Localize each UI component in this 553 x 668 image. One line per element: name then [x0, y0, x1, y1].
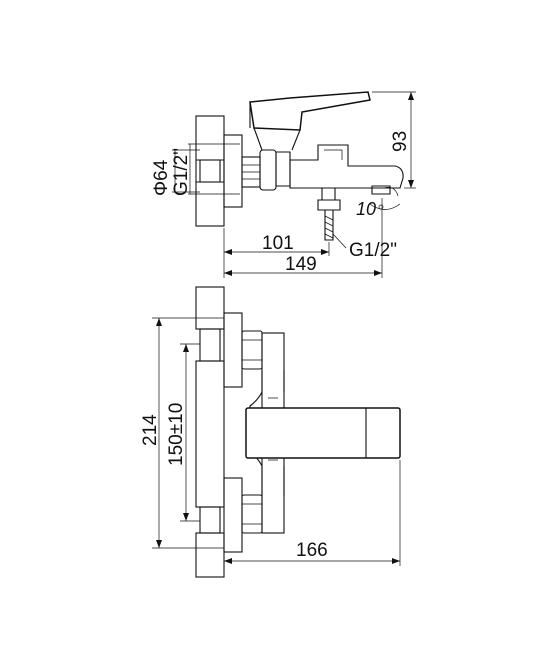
- dim-width-label: 166: [296, 540, 328, 561]
- dimension-labels-side: Φ64 G1/2" 93 10 101 149 G1/2": [151, 131, 411, 275]
- dim-diameter-label: Φ64: [151, 159, 172, 196]
- wall-section-top: [195, 115, 225, 227]
- faucet-body-front: [245, 332, 401, 534]
- escutcheons-front: [223, 312, 263, 553]
- wall-section-front: [195, 286, 225, 578]
- faucet-body-side: [249, 91, 404, 241]
- dimensions-side: [172, 91, 416, 278]
- dim-outlet-thread-label: G1/2": [349, 240, 397, 261]
- dim-total-depth-label: 149: [285, 254, 317, 275]
- dim-total-height-label: 214: [140, 414, 161, 446]
- dimension-labels-front: 214 150±10 166: [140, 403, 328, 561]
- dim-height-label: 93: [390, 131, 411, 152]
- side-view: Φ64 G1/2" 93 10 101 149 G1/2": [151, 91, 416, 278]
- wall-connector-top: [223, 134, 277, 208]
- dim-center-distance-label: 150±10: [166, 403, 187, 466]
- front-view: 214 150±10 166: [140, 286, 401, 578]
- dim-inlet-thread-label: G1/2": [171, 148, 192, 196]
- dim-angle-label: 10: [356, 199, 376, 219]
- dimensions-front: [152, 317, 401, 566]
- dim-spout-depth-label: 101: [262, 233, 294, 254]
